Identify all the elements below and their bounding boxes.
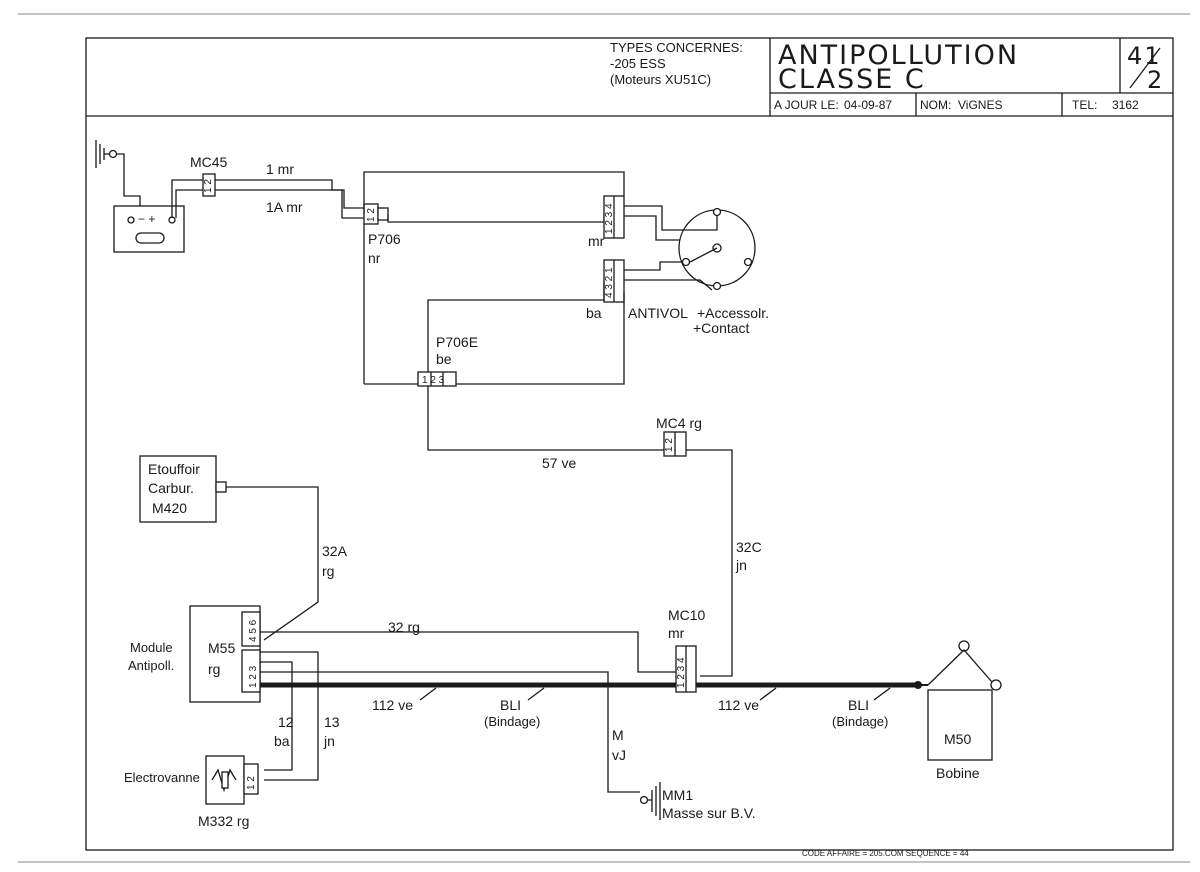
- wire-m-vj: [260, 671, 640, 793]
- tel-label: TEL:: [1072, 98, 1097, 112]
- types-line2: (Moteurs XU51C): [610, 72, 711, 87]
- battery-polarity: − +: [138, 212, 155, 226]
- wire-32a-rg: [226, 486, 319, 641]
- etouffoir-carbur-box: [139, 455, 217, 523]
- battery: − +: [113, 205, 185, 253]
- bindage-left-label: (Bindage): [484, 714, 540, 729]
- m332-connector: [243, 763, 259, 795]
- antivol-pins-bottom: 4 3 2 1: [604, 267, 615, 298]
- solenoid-valve-icon: [211, 768, 237, 793]
- p706-color: nr: [368, 250, 381, 266]
- wire-m-color: vJ: [612, 747, 626, 763]
- types-title: TYPES CONCERNES:: [610, 40, 743, 55]
- wire-32c-label: 32C: [736, 539, 762, 555]
- wire-32c-jn: [686, 449, 733, 677]
- mc10-label: MC10: [668, 607, 706, 623]
- ba-label: ba: [586, 305, 602, 321]
- p706e-label: P706E: [436, 334, 478, 350]
- m55-label: M55: [208, 640, 235, 656]
- nom-label: NOM:: [920, 98, 951, 112]
- chassis-ground-icon: [95, 140, 141, 206]
- wire-12-color: ba: [274, 733, 290, 749]
- mc10-color: mr: [668, 625, 685, 641]
- m50-label: M50: [944, 731, 971, 747]
- page-title-line2: CLASSE C: [778, 64, 926, 95]
- wire-1-mr-left: [171, 179, 203, 218]
- antivol-label: ANTIVOL: [628, 305, 688, 321]
- wire-112-right-label: 112 ve: [718, 697, 759, 713]
- p706e-color: be: [436, 351, 452, 367]
- wire-p706-loop: [363, 171, 625, 214]
- wire-1a-mr-label: 1A mr: [266, 199, 303, 215]
- drawing-frame: [85, 37, 1174, 851]
- p706-pins: 1 2: [366, 208, 377, 222]
- m55-color: rg: [208, 661, 220, 677]
- electrovanne-label: Electrovanne: [124, 770, 200, 785]
- bli-right-label: BLI: [848, 697, 869, 713]
- page-total: 2: [1147, 66, 1164, 94]
- wire-32c-color: jn: [735, 557, 747, 573]
- wire-1-mr-label: 1 mr: [266, 161, 294, 177]
- page-title-line1: ANTIPOLLUTION: [778, 40, 1019, 71]
- wire-112-left-label: 112 ve: [372, 697, 413, 713]
- p706e-pins: 1 2 3: [422, 375, 445, 386]
- mc4-pins: 1 2: [664, 438, 675, 452]
- wire-1a-mr: [215, 189, 364, 219]
- footer-code: CODE AFFAIRE = 205.COM SEQUENCE = 44: [802, 849, 969, 858]
- wire-antivol-loop: [456, 292, 625, 385]
- wire-m-label: M: [612, 727, 624, 743]
- accessoir-label: +Accessolr.: [697, 305, 769, 321]
- etouffoir-line2: Carbur.: [148, 480, 194, 496]
- m332-label: M332 rg: [198, 813, 249, 829]
- wire-32a-color: rg: [322, 563, 334, 579]
- masse-label: Masse sur B.V.: [662, 805, 756, 821]
- tel-value: 3162: [1112, 98, 1139, 112]
- wire-13-label: 13: [324, 714, 340, 730]
- m55-connector-bottom: [241, 649, 261, 693]
- mc45-label: MC45: [190, 154, 228, 170]
- p706e-connector: [417, 371, 457, 387]
- wire-13-jn: [260, 651, 319, 781]
- mc4-label: MC4 rg: [656, 415, 702, 431]
- wire-12-ba: [260, 661, 293, 771]
- bli-left-label: BLI: [500, 697, 521, 713]
- types-line1: -205 ESS: [610, 56, 666, 71]
- module-label-line2: Antipoll.: [128, 658, 174, 673]
- mr-label: mr: [588, 233, 605, 249]
- bindage-right-label: (Bindage): [832, 714, 888, 729]
- wire-13-color: jn: [323, 733, 335, 749]
- m55-connector-top: [241, 611, 261, 647]
- date-value: 04-09-87: [844, 98, 892, 112]
- m55-pins-bottom: 1 2 3: [248, 665, 259, 688]
- title-block: TYPES CONCERNES: -205 ESS (Moteurs XU51C…: [86, 38, 1173, 117]
- mc45-pins: 1 2: [203, 179, 214, 193]
- wire-12-label: 12: [278, 714, 294, 730]
- m332-pins: 1 2: [246, 776, 257, 790]
- contact-label: +Contact: [693, 320, 750, 336]
- wire-57-ve-label: 57 ve: [542, 455, 576, 471]
- wire-antivol-p706e: [427, 281, 605, 372]
- mc10-pins: 1 2 3 4: [676, 657, 687, 688]
- date-label: A JOUR LE:: [774, 98, 839, 112]
- wire-32-rg-label: 32 rg: [388, 619, 420, 635]
- nom-value: ViGNES: [958, 98, 1002, 112]
- module-label-line1: Module: [130, 640, 173, 655]
- ground-mm1-icon: [639, 782, 661, 820]
- wire-1a-mr-left: [175, 189, 203, 218]
- wire-57-ve: [427, 386, 664, 451]
- antivol-pins-top: 1 2 3 4: [604, 203, 615, 234]
- mc45-connector: [202, 173, 216, 197]
- wire-32-rg: [260, 631, 676, 673]
- m55-pins-top: 4 5 6: [248, 619, 259, 642]
- ignition-switch-icon: [624, 205, 756, 291]
- bobine-label: Bobine: [936, 765, 980, 781]
- p706-label: P706: [368, 231, 401, 247]
- etouffoir-line1: Etouffoir: [148, 461, 200, 477]
- coil-m50: [927, 640, 1002, 761]
- wire-p706-antivol: [387, 214, 605, 223]
- etouffoir-line3: M420: [152, 500, 187, 516]
- mm1-label: MM1: [662, 787, 693, 803]
- wire-32a-label: 32A: [322, 543, 348, 559]
